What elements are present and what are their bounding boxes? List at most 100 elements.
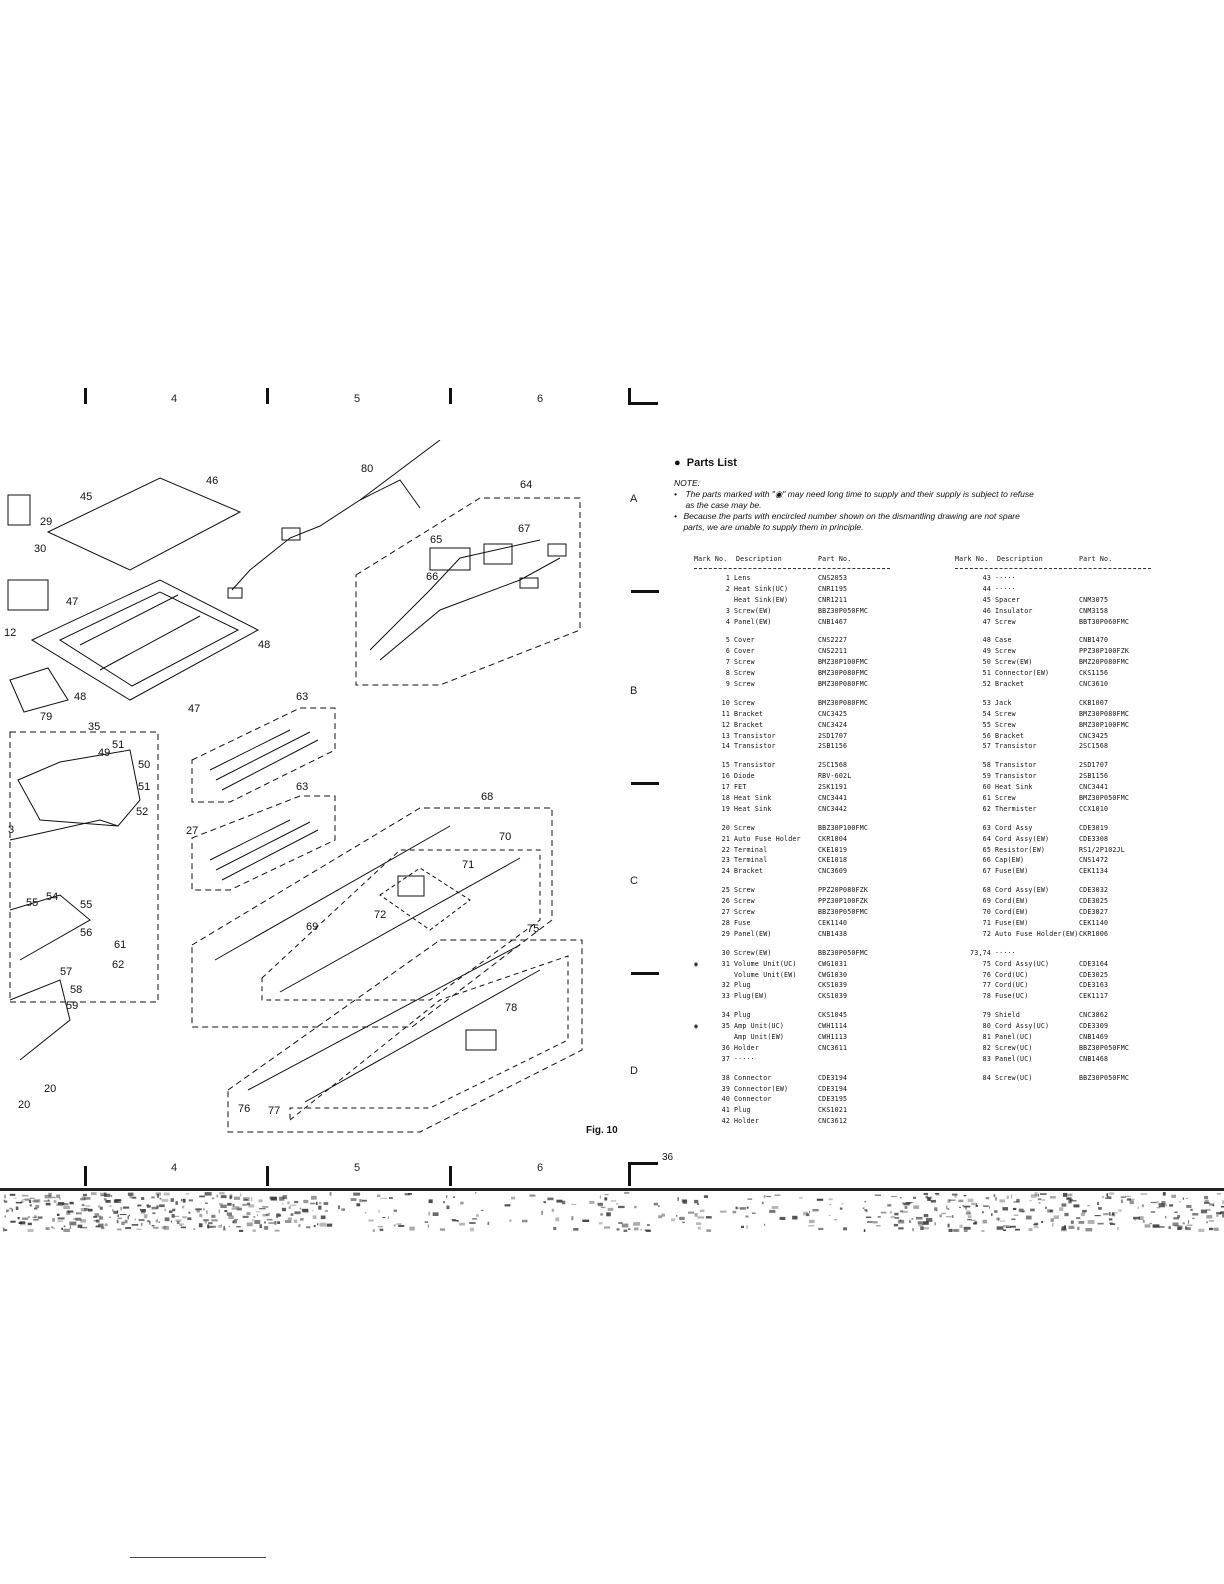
part-number-cell: CDE3164 [1079,959,1109,968]
description-cell: Cap(EW) [995,856,1025,865]
header-rule [694,568,890,569]
page-number: 36 [662,1152,674,1163]
description-cell: Holder [734,1117,760,1126]
description-cell: Screw [734,823,755,832]
description-cell: Screw [995,647,1016,656]
description-cell: Screw [734,680,755,689]
description-cell: Terminal [734,845,768,854]
description-cell: Panel(EW) [734,929,772,938]
corner-mark-bottom [628,1162,631,1186]
figure-label: Fig. 10 [586,1125,618,1136]
case-48-outline [30,579,260,701]
number-cell: 34 [721,1011,730,1020]
group-spacer [694,878,894,886]
number-cell: 60 [982,783,991,792]
row-mark-d: D [630,1065,638,1077]
group-spacer [955,816,1155,824]
number-cell: 47 [982,617,991,626]
header-description: Description [997,555,1043,563]
part-number-cell: CNC3425 [818,709,848,718]
corner-mark-top [628,388,631,405]
callout-label: 77 [268,1105,280,1117]
group-spacer [694,753,894,761]
group-spacer [955,753,1155,761]
part-number-cell: CEK1140 [818,918,848,927]
description-cell: Screw [734,698,755,707]
group-spacer [955,941,1155,949]
number-cell: 73,74 [970,948,991,957]
number-cell: 18 [721,794,730,803]
callout-label: 58 [70,984,82,996]
callout-label: 12 [4,627,16,639]
description-cell: Screw [734,886,755,895]
group-spacer [955,878,1155,886]
number-cell: 63 [982,823,991,832]
row-mark-b: B [630,685,638,697]
description-cell: Plug [734,1011,751,1020]
note-text: The parts marked with "◉" may need long … [685,489,1034,510]
callout-label: 59 [66,1000,78,1012]
callout-label: 56 [80,927,92,939]
row-divider [631,590,659,593]
table-row: Volume Unit(EW)CWG1030 [694,971,894,982]
header-mark-no: Mark No. [955,555,989,563]
part-number-cell: CEK1140 [1079,918,1109,927]
part-number-cell: CNC3611 [818,1043,848,1052]
table-row: 73,74····· [955,949,1155,960]
description-cell: Connector [734,1073,772,1082]
part-number-cell: CKS1156 [1079,669,1109,678]
description-cell: Transistor [734,731,776,740]
ruler-top-6: 6 [537,393,544,405]
number-cell: 13 [721,731,730,740]
description-cell: Screw(EW) [995,658,1033,667]
description-cell: Connector(EW) [734,1084,789,1093]
number-cell: 54 [982,709,991,718]
description-cell: Connector(EW) [995,669,1050,678]
corner-mark-bottom-arm [628,1162,658,1165]
callout-label: 51 [138,781,150,793]
part-number-cell: CKE1019 [818,845,848,854]
part-number-cell: CNC3612 [818,1117,848,1126]
part-number-cell: CNC3441 [1079,783,1109,792]
part-number-cell: BBZ30P100FMC [818,823,869,832]
part-number-cell: BBT30P060FMC [1079,617,1130,626]
part-number-cell: CWG1031 [818,959,848,968]
note-item: •Because the parts with encircled number… [674,511,1034,533]
header-part-no: Part No. [818,555,852,563]
number-cell: 40 [721,1095,730,1104]
number-cell: 27 [721,908,730,917]
description-cell: Heat Sink [734,804,772,813]
row-mark-c: C [630,875,638,887]
number-cell: 72 [982,929,991,938]
part-number-cell: CKS1039 [818,992,848,1001]
description-cell: Screw(UC) [995,1043,1033,1052]
part-number-cell: CEK1117 [1079,992,1109,1001]
table-row: 22 Terminal CKE1019 [694,846,894,857]
number-cell: 14 [721,742,730,751]
part-number-cell: CKS1039 [818,981,848,990]
description-cell: Connector [734,1095,772,1104]
number-cell: 22 [721,845,730,854]
part-number-cell: CNR1195 [818,584,848,593]
callout-label: 51 [112,739,124,751]
part-number-cell: BMZ30P100FMC [818,658,869,667]
number-cell: 50 [982,658,991,667]
number-cell: 10 [721,698,730,707]
part-number-cell: CKB1007 [1079,698,1109,707]
part-number-cell: CEK1134 [1079,867,1109,876]
